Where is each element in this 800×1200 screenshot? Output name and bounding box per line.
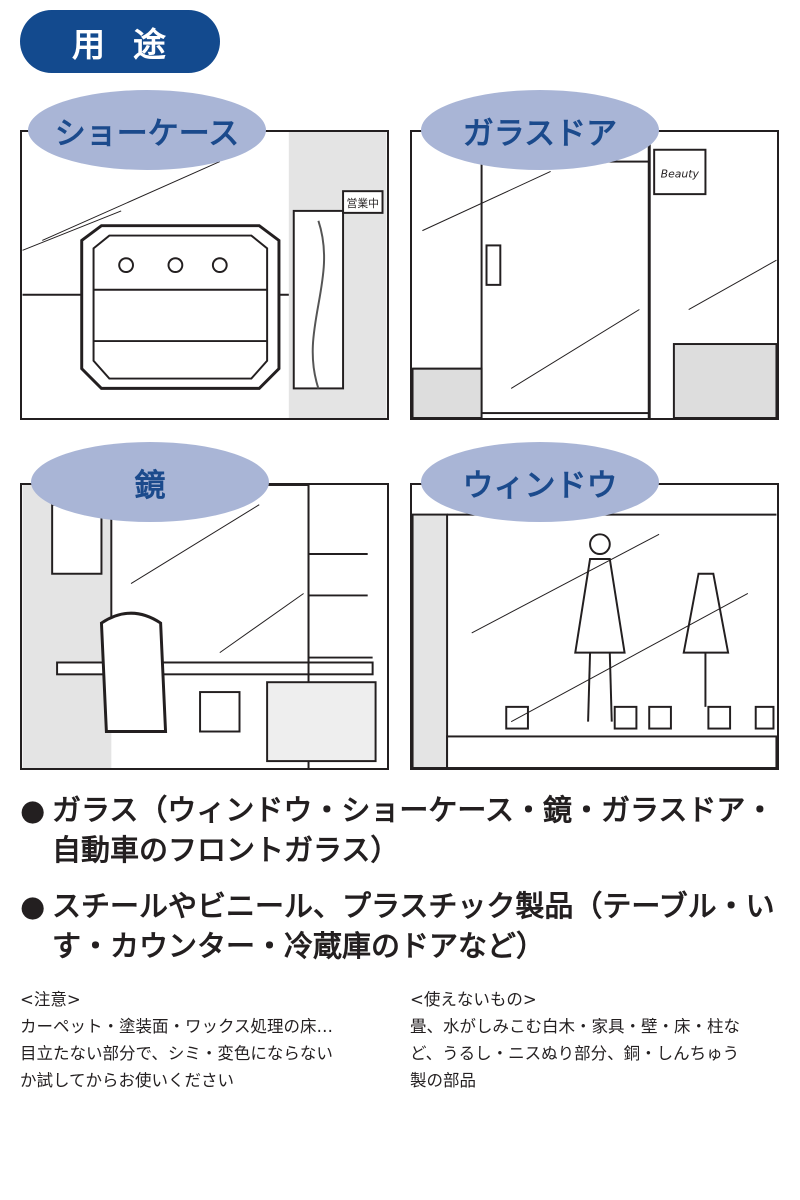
beauty-sign: Beauty	[661, 167, 700, 180]
caution-line: か試してからお使いください	[20, 1071, 235, 1090]
caution-line: 目立たない部分で、シミ・変色にならない	[20, 1044, 333, 1063]
bullet-icon: ●	[20, 793, 46, 827]
unusable-line: 製の部品	[410, 1071, 476, 1090]
section-title: 用途	[20, 10, 220, 73]
panel-label-glass-door: ガラスドア	[421, 90, 659, 170]
illustration-showcase: 営業中	[20, 130, 389, 420]
bullet-text: スチールやビニール、プラスチック製品（テーブル・いす・カウンター・冷蔵庫のドアな…	[52, 889, 775, 963]
illustration-window	[410, 483, 779, 770]
illustration-mirror	[20, 483, 389, 770]
list-item: ● ガラス（ウィンドウ・ショーケース・鏡・ガラスドア・自動車のフロントガラス）	[20, 790, 790, 870]
caution-title: <注意>	[20, 990, 81, 1009]
bullet-text: ガラス（ウィンドウ・ショーケース・鏡・ガラスドア・自動車のフロントガラス）	[52, 793, 775, 867]
bullet-icon: ●	[20, 889, 46, 923]
usage-list: ● ガラス（ウィンドウ・ショーケース・鏡・ガラスドア・自動車のフロントガラス） …	[20, 790, 790, 982]
panel-label-showcase: ショーケース	[28, 90, 266, 170]
unusable-line: ど、うるし・ニスぬり部分、銅・しんちゅう	[410, 1044, 740, 1063]
unusable-line: 畳、水がしみこむ白木・家具・壁・床・柱な	[410, 1017, 740, 1036]
panel-label-window: ウィンドウ	[421, 442, 659, 522]
caution-note: <注意> カーペット・塗装面・ワックス処理の床… 目立たない部分で、シミ・変色に…	[20, 986, 333, 1094]
unusable-title: <使えないもの>	[410, 990, 537, 1009]
illustration-glass-door: Beauty	[410, 130, 779, 420]
list-item: ● スチールやビニール、プラスチック製品（テーブル・いす・カウンター・冷蔵庫のド…	[20, 886, 790, 966]
caution-line: カーペット・塗装面・ワックス処理の床…	[20, 1017, 334, 1036]
unusable-note: <使えないもの> 畳、水がしみこむ白木・家具・壁・床・柱な ど、うるし・ニスぬり…	[410, 986, 740, 1094]
panel-label-mirror: 鏡	[31, 442, 269, 522]
open-sign: 営業中	[347, 196, 379, 210]
